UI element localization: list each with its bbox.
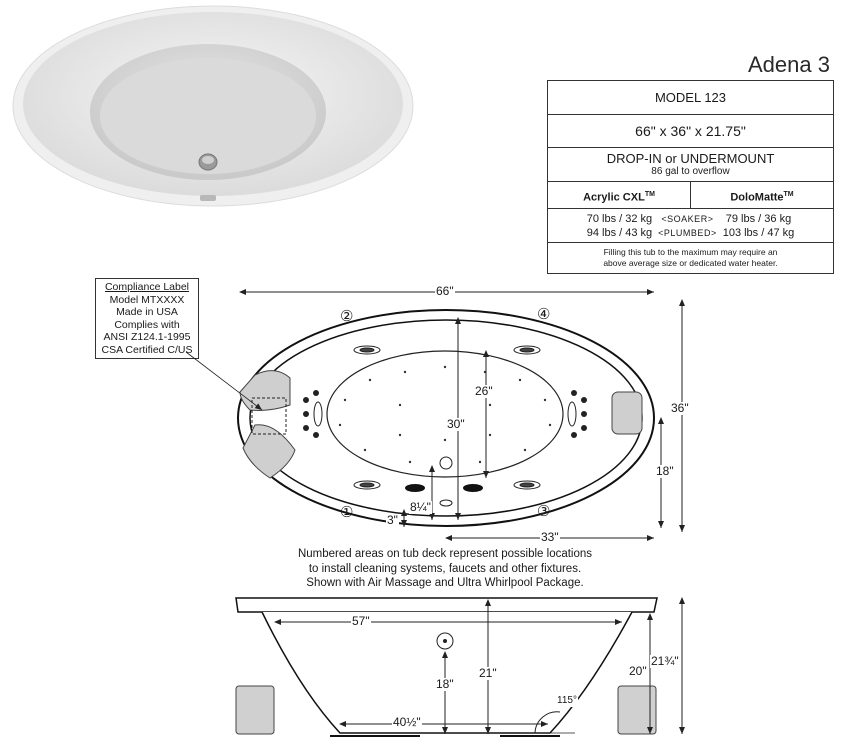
weight-type-labels: <SOAKER> <PLUMBED> bbox=[658, 213, 717, 238]
height-dimension: 36" bbox=[670, 401, 690, 415]
deck-position-1: ① bbox=[340, 504, 354, 521]
caption-line: Numbered areas on tub deck represent pos… bbox=[297, 548, 593, 560]
overall-dimensions: 66" x 36" x 21.75" bbox=[548, 115, 833, 148]
weights-row: 70 lbs / 32 kg 94 lbs / 43 kg <SOAKER> <… bbox=[548, 209, 833, 243]
materials-row: Acrylic CXLTM DoloMatteTM bbox=[548, 182, 833, 209]
wall-angle: 115° bbox=[556, 694, 578, 707]
product-title: Adena 3 bbox=[748, 52, 830, 77]
compliance-line: ANSI Z124.1-1995 bbox=[103, 331, 191, 343]
deck-width-dimension: 3" bbox=[386, 513, 399, 527]
caption: Numbered areas on tub deck represent pos… bbox=[245, 547, 645, 591]
basin-height-dimension: 26" bbox=[474, 384, 494, 398]
width-dimension: 66" bbox=[435, 284, 455, 298]
deck-position-3: ③ bbox=[537, 503, 551, 520]
compliance-label: Compliance Label Model MTXXXX Made in US… bbox=[95, 278, 199, 359]
water-heater-note: Filling this tub to the maximum may requ… bbox=[603, 247, 778, 268]
inner-height-dimension: 30" bbox=[446, 417, 466, 431]
half-height-dimension: 18" bbox=[655, 464, 675, 478]
deck-position-2: ② bbox=[340, 308, 354, 325]
caption-line: to install cleaning systems, faucets and… bbox=[308, 562, 582, 575]
acrylic-weights: 70 lbs / 32 kg 94 lbs / 43 kg bbox=[586, 212, 653, 239]
compliance-line: CSA Certified C/US bbox=[101, 343, 193, 356]
air-jets bbox=[338, 365, 552, 464]
model-number: MODEL 123 bbox=[548, 81, 833, 115]
install-type: DROP-IN or UNDERMOUNT bbox=[606, 151, 775, 166]
rim-height-dimension: 20" bbox=[628, 664, 648, 678]
compliance-line: Model MTXXXX bbox=[109, 293, 185, 306]
caption-line: Shown with Air Massage and Ultra Whirlpo… bbox=[306, 577, 584, 589]
compliance-line: Made in USA bbox=[116, 306, 178, 318]
depth-dimension: 21" bbox=[478, 666, 498, 680]
drain-height-dimension: 18" bbox=[435, 677, 455, 691]
half-width-dimension: 33" bbox=[540, 530, 560, 544]
material-dolomatte: DoloMatteTM bbox=[730, 191, 794, 204]
material-acrylic: Acrylic CXLTM bbox=[548, 182, 691, 208]
compliance-line: Complies with bbox=[114, 318, 180, 331]
dolomatte-weights: 79 lbs / 36 kg 103 lbs / 47 kg bbox=[722, 212, 795, 239]
bottom-length-dimension: 40½" bbox=[392, 715, 422, 729]
deck-position-4: ④ bbox=[537, 306, 551, 323]
tub-photo bbox=[12, 5, 414, 207]
spec-table: MODEL 123 66" x 36" x 21.75" DROP-IN or … bbox=[547, 80, 834, 274]
install-type-cell: DROP-IN or UNDERMOUNT 86 gal to overflow bbox=[548, 148, 833, 182]
side-view-drawing bbox=[235, 597, 685, 737]
offset-dimension: 8¼" bbox=[409, 500, 432, 514]
capacity: 86 gal to overflow bbox=[651, 166, 730, 177]
compliance-title: Compliance Label bbox=[104, 281, 190, 293]
total-height-dimension: 21¾" bbox=[650, 654, 680, 668]
top-length-dimension: 57" bbox=[351, 614, 371, 628]
